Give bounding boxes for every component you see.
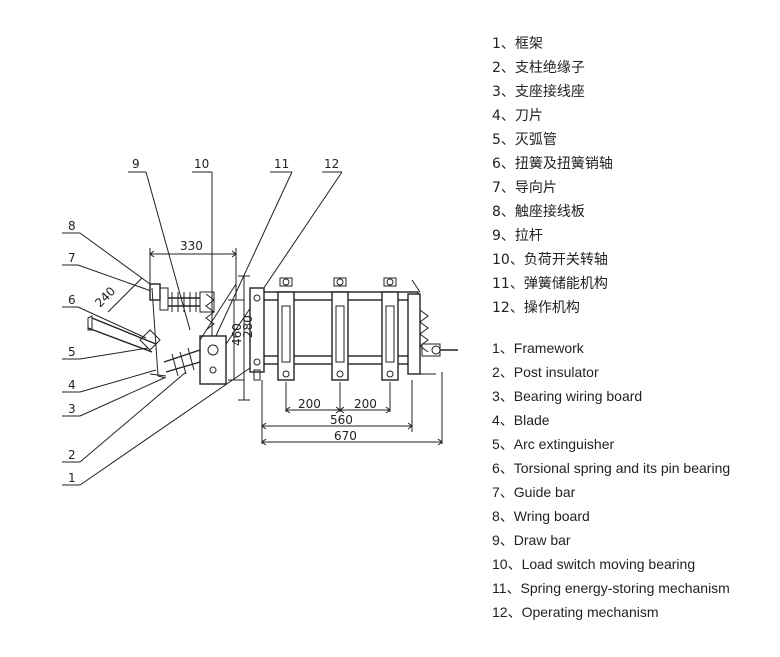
callout-11: 11 — [274, 157, 289, 171]
legend-en-item: 5、Arc extinguisher — [492, 436, 615, 452]
callout-12: 12 — [324, 157, 339, 171]
legend-english: 1、Framework 2、Post insulator 3、Bearing w… — [492, 336, 730, 624]
callout-7: 7 — [68, 251, 76, 265]
callout-9: 9 — [132, 157, 140, 171]
legend-zh-item: 1、框架 — [492, 36, 543, 52]
legend-zh-item: 6、扭簧及扭簧销轴 — [492, 156, 613, 172]
pole-2 — [331, 277, 349, 381]
callout-8: 8 — [68, 219, 76, 233]
dim-560: 560 — [330, 413, 353, 427]
legend-en-item: 2、Post insulator — [492, 364, 599, 380]
dim-460: 460 — [230, 323, 244, 346]
callout-4: 4 — [68, 378, 76, 392]
legend-zh-item: 11、弹簧储能机构 — [492, 276, 608, 292]
legend-en-item: 3、Bearing wiring board — [492, 388, 643, 404]
pole-3 — [381, 277, 399, 381]
callout-6: 6 — [68, 293, 76, 307]
legend-en-item: 10、Load switch moving bearing — [492, 556, 696, 572]
callout-3: 3 — [68, 402, 76, 416]
legend-zh-item: 2、支柱绝缘子 — [492, 60, 585, 76]
legend-chinese: 1、框架 2、支柱绝缘子 3、支座接线座 4、刀片 5、灭弧管 6、扭簧及扭簧销… — [492, 32, 613, 320]
legend-zh-item: 3、支座接线座 — [492, 84, 585, 100]
legend-en-item: 11、Spring energy-storing mechanism — [492, 580, 730, 596]
legend-en-item: 4、Blade — [492, 412, 550, 428]
dim-330: 330 — [180, 239, 203, 253]
callout-2: 2 — [68, 448, 76, 462]
legend-zh-item: 10、负荷开关转轴 — [492, 252, 608, 268]
legend-zh-item: 9、拉杆 — [492, 228, 543, 244]
callout-5: 5 — [68, 345, 76, 359]
dim-670: 670 — [334, 429, 357, 443]
legend-zh-item: 5、灭弧管 — [492, 132, 557, 148]
dim-200-right: 200 — [354, 397, 377, 411]
callout-leaders — [62, 171, 343, 486]
legend-en-item: 8、Wring board — [492, 508, 590, 524]
legend-zh-item: 8、触座接线板 — [492, 204, 585, 220]
dim-280: 280 — [241, 315, 255, 338]
switch-technical-drawing: 8 7 6 5 4 3 2 1 9 10 11 12 330 240 460 2… — [62, 157, 458, 486]
callout-1: 1 — [68, 471, 76, 485]
side-view — [87, 283, 244, 385]
front-view — [249, 277, 458, 381]
callout-10: 10 — [194, 157, 209, 171]
dimension-lines — [107, 248, 443, 446]
dim-200-left: 200 — [298, 397, 321, 411]
pole-1 — [277, 277, 295, 381]
legend-zh-item: 4、刀片 — [492, 108, 543, 124]
legend-en-item: 1、Framework — [492, 340, 584, 356]
legend-zh-item: 7、导向片 — [492, 180, 557, 196]
callout-numbers: 8 7 6 5 4 3 2 1 9 10 11 12 — [68, 157, 339, 485]
legend-zh-item: 12、操作机构 — [492, 300, 580, 316]
legend-en-item: 7、Guide bar — [492, 484, 576, 500]
legend-en-item: 12、Operating mechanism — [492, 604, 659, 620]
legend-en-item: 9、Draw bar — [492, 532, 571, 548]
legend-en-item: 6、Torsional spring and its pin bearing — [492, 460, 731, 476]
